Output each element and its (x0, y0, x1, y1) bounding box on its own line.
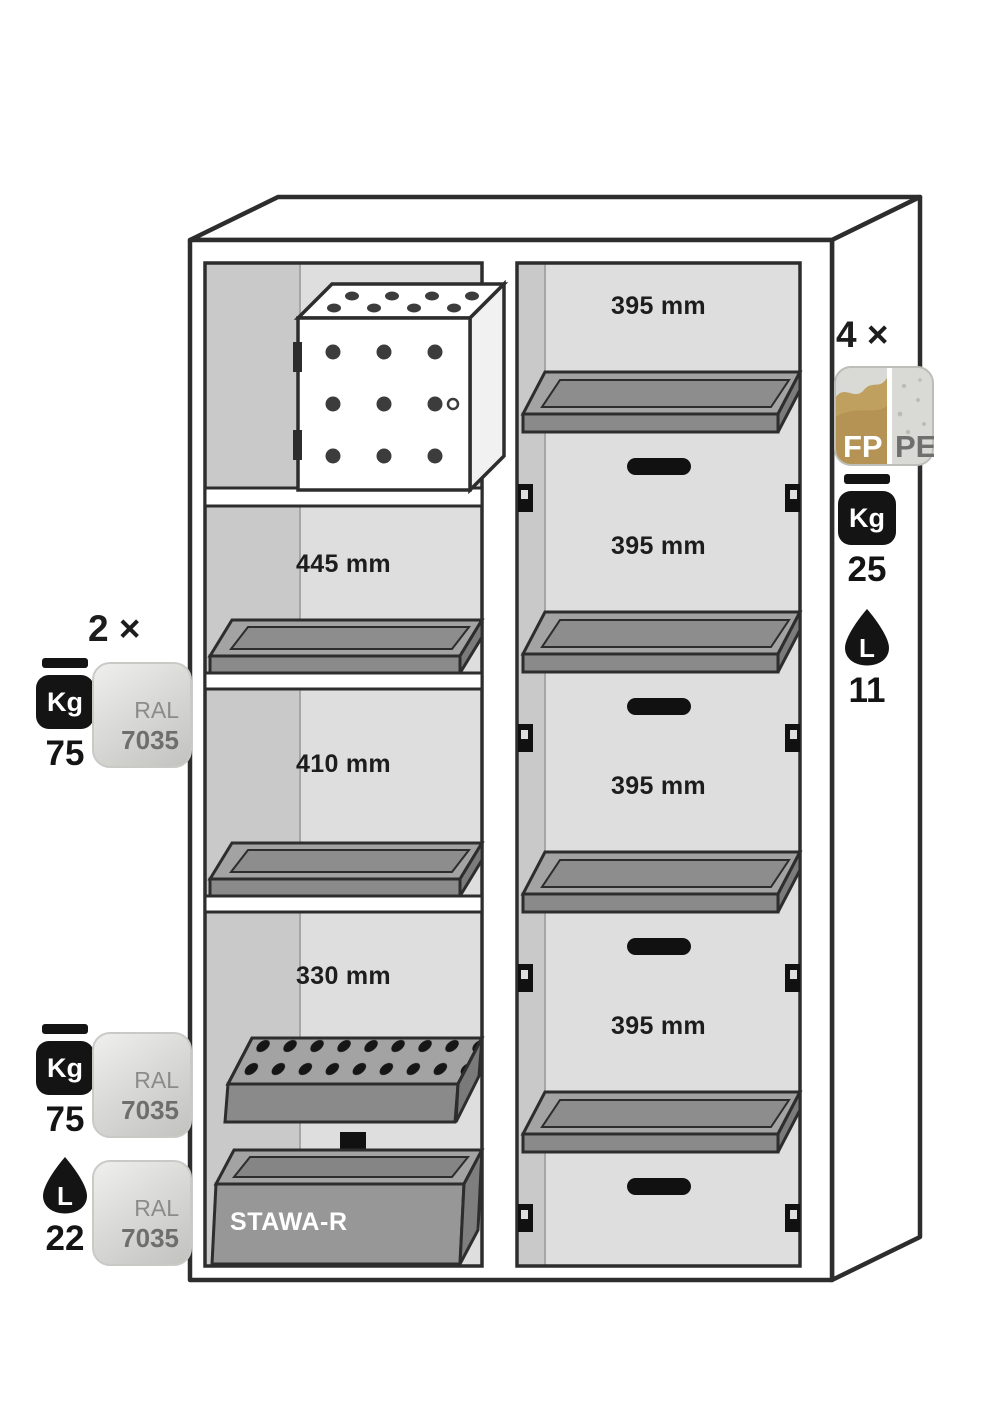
ral-code: 7035 (121, 1095, 179, 1125)
ral-badge: RAL 7035 (92, 662, 192, 768)
tray-height-label-4: 395 mm (611, 1012, 706, 1040)
tray-count-label: 4 × (836, 314, 889, 355)
box-hinge-bottom (293, 430, 302, 460)
storage-box (293, 279, 509, 495)
sump-name-label: STAWA-R (230, 1208, 348, 1236)
left-section-height-label-3: 330 mm (296, 962, 391, 990)
volume-value: 11 (848, 671, 886, 710)
weight-handle-bar (42, 1024, 88, 1034)
tray-height-label-3: 395 mm (611, 772, 706, 800)
sump-tray (210, 1148, 485, 1266)
left-section-height-label-2: 410 mm (296, 750, 391, 778)
weight-handle-bar (42, 658, 88, 668)
liquid-drop-icon: L 11 (838, 608, 896, 711)
cabinet-side-face (829, 194, 923, 1283)
ral-code: 7035 (121, 725, 179, 755)
ral-badge: RAL 7035 (92, 1032, 192, 1138)
tray-height-label-2: 395 mm (611, 532, 706, 560)
ral-label: RAL (134, 697, 179, 723)
material-pe-label: PE (895, 429, 934, 464)
weight-value: 75 (45, 734, 85, 773)
ral-code: 7035 (121, 1223, 179, 1253)
tray-height-label-1: 395 mm (611, 292, 706, 320)
left-compartment (203, 261, 509, 1268)
volume-unit-label: L (57, 1181, 73, 1211)
ral-badge: RAL 7035 (92, 1160, 192, 1266)
weight-icon: Kg 25 (838, 474, 896, 590)
weight-unit-label: Kg (36, 1041, 94, 1095)
liquid-drop-icon: L 22 (36, 1156, 94, 1259)
weight-value: 25 (847, 550, 887, 589)
right-compartment (515, 261, 802, 1268)
material-fp-label: FP (843, 429, 883, 464)
shelf-tray-2 (203, 841, 484, 914)
box-hinge-top (293, 342, 302, 372)
shelf-count-label: 2 × (88, 608, 141, 649)
perforated-insert (223, 1036, 485, 1124)
weight-unit-label: Kg (36, 675, 94, 729)
weight-icon: Kg 75 (36, 1024, 94, 1140)
weight-value: 75 (45, 1100, 85, 1139)
volume-unit-label: L (859, 633, 875, 663)
weight-unit-label: Kg (838, 491, 896, 545)
ral-label: RAL (134, 1195, 179, 1221)
volume-value: 22 (45, 1219, 85, 1258)
cabinet-top-face (187, 194, 923, 243)
fp-pe-material-icon: FP PE (834, 366, 934, 466)
weight-handle-bar (844, 474, 890, 484)
weight-icon: Kg 75 (36, 658, 94, 774)
box-lock-icon (446, 397, 460, 411)
left-section-height-label-1: 445 mm (296, 550, 391, 578)
shelf-tray-1 (203, 618, 484, 691)
ral-label: RAL (134, 1067, 179, 1093)
